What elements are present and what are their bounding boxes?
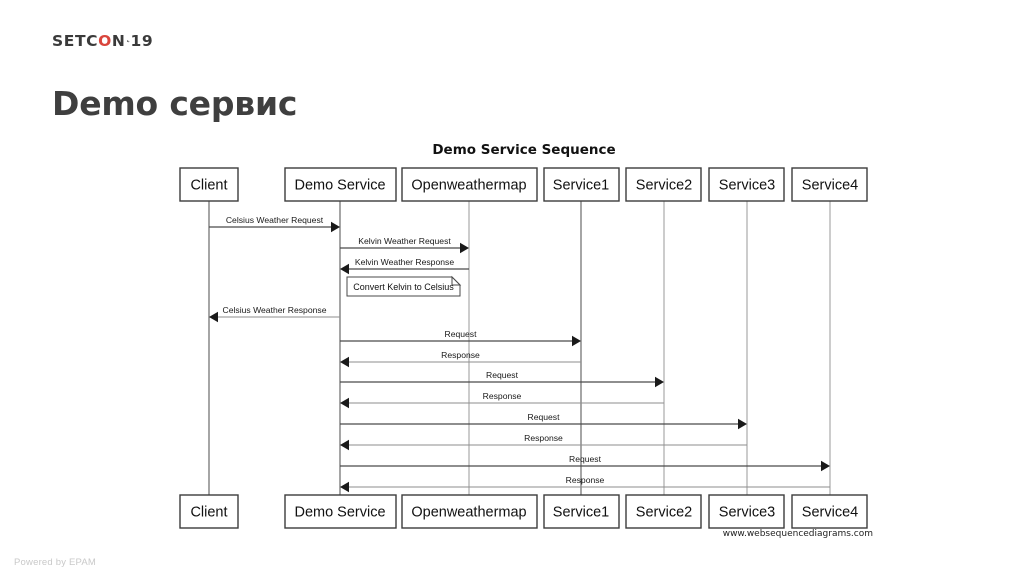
participant-client-top[interactable]: Client [179, 167, 239, 202]
message-arrowhead [738, 418, 747, 430]
participant-label: Openweathermap [411, 505, 526, 521]
participant-label: Service2 [636, 178, 692, 194]
participant-service4-top[interactable]: Service4 [791, 167, 868, 202]
message-label: Celsius Weather Response [223, 305, 327, 315]
participant-service1-top[interactable]: Service1 [543, 167, 620, 202]
message-arrowhead [331, 221, 340, 233]
participant-box [284, 167, 397, 202]
message-arrowhead [340, 356, 349, 368]
participant-label: Openweathermap [411, 178, 526, 194]
logo-text-pre: SETC [52, 32, 99, 51]
message-label: Request [486, 370, 519, 380]
message-label: Request [527, 412, 560, 422]
message-arrowhead [340, 481, 349, 493]
message-arrowhead [572, 335, 581, 347]
note-0: Convert Kelvin to Celsius [346, 275, 462, 297]
note-fold-corner-icon [451, 275, 462, 286]
logo-text-post: N [111, 32, 126, 51]
message-0-celsius-weather-request: Celsius Weather Request [209, 215, 340, 233]
message-5-response: Response [340, 350, 581, 368]
participant-box [625, 167, 702, 202]
participant-service3-top[interactable]: Service3 [708, 167, 785, 202]
lifelines-layer [208, 201, 831, 495]
message-2-kelvin-weather-response: Kelvin Weather Response [340, 257, 469, 275]
participant-box [708, 494, 785, 529]
message-label: Response [441, 350, 480, 360]
message-1-kelvin-weather-request: Kelvin Weather Request [340, 236, 469, 254]
participant-service1-bottom[interactable]: Service1 [543, 494, 620, 529]
participant-box [543, 494, 620, 529]
participant-service2-top[interactable]: Service2 [625, 167, 702, 202]
participant-label: Client [190, 178, 227, 194]
message-8-request: Request [340, 412, 747, 430]
message-label: Kelvin Weather Request [358, 236, 451, 246]
participant-label: Service4 [802, 505, 858, 521]
participant-label: Demo Service [294, 505, 385, 521]
participant-box [401, 494, 538, 529]
participant-box [543, 167, 620, 202]
message-arrowhead [209, 311, 218, 323]
participant-label: Service1 [553, 505, 609, 521]
message-10-request: Request [340, 454, 830, 472]
participant-service3-bottom[interactable]: Service3 [708, 494, 785, 529]
participant-label: Service1 [553, 178, 609, 194]
message-arrowhead [340, 263, 349, 275]
diagram-title: Demo Service Sequence [432, 142, 615, 158]
participant-box [179, 167, 239, 202]
message-4-request: Request [340, 329, 581, 347]
participant-client-bottom[interactable]: Client [179, 494, 239, 529]
message-label: Response [524, 433, 563, 443]
message-arrowhead [655, 376, 664, 388]
message-arrowhead [460, 242, 469, 254]
participant-box [708, 167, 785, 202]
setcon-logo: SETCON˛19 [52, 33, 153, 50]
logo-tick-mark: ˛ [125, 32, 131, 43]
participant-box [284, 494, 397, 529]
participant-label: Service2 [636, 505, 692, 521]
message-6-request: Request [340, 370, 664, 388]
message-label: Response [566, 475, 605, 485]
participant-demo-service-top[interactable]: Demo Service [284, 167, 397, 202]
participant-openweathermap-top[interactable]: Openweathermap [401, 167, 538, 202]
message-9-response: Response [340, 433, 747, 451]
participant-demo-service-bottom[interactable]: Demo Service [284, 494, 397, 529]
participant-service2-bottom[interactable]: Service2 [625, 494, 702, 529]
message-arrowhead [340, 439, 349, 451]
message-3-celsius-weather-response: Celsius Weather Response [209, 305, 340, 323]
note-label: Convert Kelvin to Celsius [353, 282, 454, 292]
participant-box [401, 167, 538, 202]
page-title: Demo сервис [52, 84, 298, 123]
message-arrowhead [340, 397, 349, 409]
diagram-credit: www.websequencediagrams.com [723, 529, 873, 539]
message-label: Kelvin Weather Response [355, 257, 454, 267]
notes-layer: Convert Kelvin to Celsius [346, 275, 462, 297]
participant-label: Client [190, 505, 227, 521]
participant-label: Service3 [719, 178, 775, 194]
participant-box [179, 494, 239, 529]
participant-service4-bottom[interactable]: Service4 [791, 494, 868, 529]
participant-label: Service3 [719, 505, 775, 521]
footer-credit: Powered by EPAM [14, 557, 97, 568]
logo-accent-o: O [98, 32, 112, 51]
message-label: Request [569, 454, 602, 464]
participant-label: Demo Service [294, 178, 385, 194]
message-11-response: Response [340, 475, 830, 493]
message-label: Response [483, 391, 522, 401]
message-7-response: Response [340, 391, 664, 409]
participant-box [791, 167, 868, 202]
participant-box [625, 494, 702, 529]
message-label: Request [444, 329, 477, 339]
participant-label: Service4 [802, 178, 858, 194]
logo-year: 19 [130, 32, 154, 51]
message-arrowhead [821, 460, 830, 472]
participant-box [791, 494, 868, 529]
participant-openweathermap-bottom[interactable]: Openweathermap [401, 494, 538, 529]
note-body [346, 276, 461, 297]
message-label: Celsius Weather Request [226, 215, 324, 225]
